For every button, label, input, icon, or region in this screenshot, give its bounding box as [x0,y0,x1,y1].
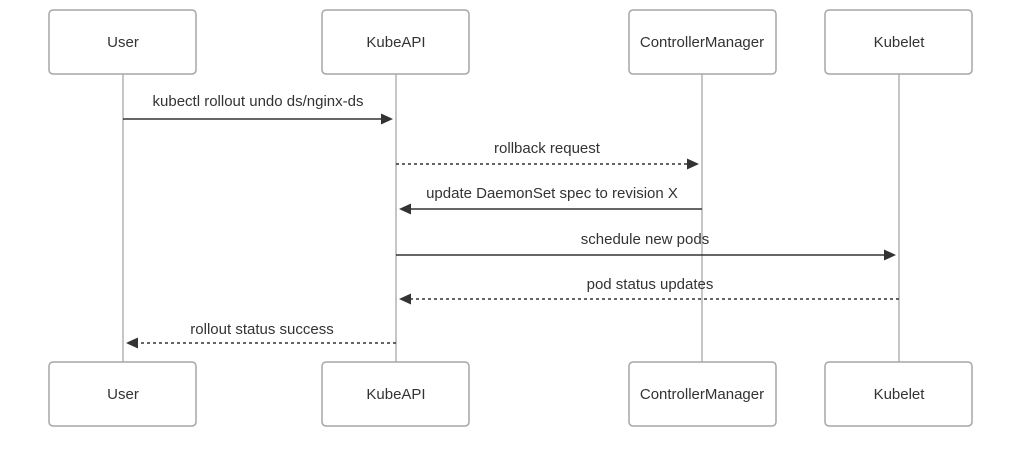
messages: kubectl rollout undo ds/nginx-ds rollbac… [123,93,899,349]
participant-kubelet-top: Kubelet [824,9,973,75]
participant-user-bottom: User [48,361,197,427]
message-update-daemonset-spec: update DaemonSet spec to revision X [399,185,702,215]
arrowhead-right-icon [381,113,393,125]
participant-kubelet-bottom: Kubelet [824,361,973,427]
arrowhead-right-icon [884,249,896,261]
message-label: update DaemonSet spec to revision X [426,185,678,202]
participant-kubeapi-top: KubeAPI [321,9,470,75]
message-label: rollout status success [190,321,333,338]
participant-label: Kubelet [874,34,926,51]
participant-kubeapi-bottom: KubeAPI [321,361,470,427]
message-kubectl-rollout-undo: kubectl rollout undo ds/nginx-ds [123,93,393,125]
arrowhead-right-icon [687,158,699,170]
message-schedule-new-pods: schedule new pods [396,231,896,261]
participant-label: ControllerManager [640,34,764,51]
participant-controllermanager-top: ControllerManager [628,9,777,75]
message-label: kubectl rollout undo ds/nginx-ds [153,93,364,110]
message-rollback-request: rollback request [396,140,699,170]
arrowhead-left-icon [399,293,411,305]
message-pod-status-updates: pod status updates [399,276,899,305]
message-label: rollback request [494,140,601,157]
participants-top: User KubeAPI ControllerManager Kubelet [48,9,973,75]
arrowhead-left-icon [126,337,138,349]
participant-controllermanager-bottom: ControllerManager [628,361,777,427]
arrowhead-left-icon [399,203,411,215]
participant-label: Kubelet [874,386,926,403]
message-label: pod status updates [587,276,714,293]
message-label: schedule new pods [581,231,709,248]
message-rollout-status-success: rollout status success [126,321,396,349]
lifelines [122,74,900,362]
participant-label: ControllerManager [640,386,764,403]
participant-user-top: User [48,9,197,75]
participant-label: User [107,34,139,51]
participant-label: KubeAPI [366,386,425,403]
participants-bottom: User KubeAPI ControllerManager Kubelet [48,361,973,427]
participant-label: KubeAPI [366,34,425,51]
participant-label: User [107,386,139,403]
